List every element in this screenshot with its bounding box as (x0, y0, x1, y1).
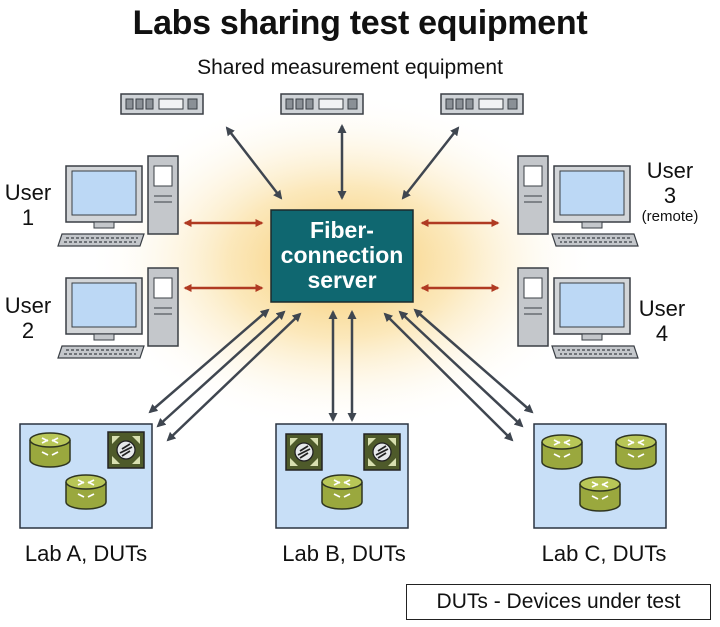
lab-arrows (148, 308, 534, 442)
equipment-label: Shared measurement equipment (197, 56, 503, 79)
server-label-line1: Fiber- (310, 217, 374, 243)
lab-a-label: Lab A, DUTs (24, 541, 148, 566)
server-label-line2: connection (281, 242, 404, 268)
fiber-connection-server: Fiber- connection server (270, 209, 414, 303)
computer-icon (57, 267, 179, 359)
user-2-label: User 2 (0, 293, 56, 343)
user-2-number: 2 (21, 318, 35, 343)
user-1-word: User (4, 180, 52, 205)
router-icon (321, 474, 363, 510)
lab-c-box (533, 423, 667, 529)
diagram-title: Labs sharing test equipment (132, 4, 588, 42)
computer-icon (517, 267, 639, 359)
user-3-label: User 3 (remote) (626, 158, 714, 226)
switch-icon (107, 431, 145, 469)
router-icon (541, 434, 583, 470)
router-icon (65, 474, 107, 510)
user-1-number: 1 (21, 205, 35, 230)
user-4-word: User (638, 296, 686, 321)
lab-c-label: Lab C, DUTs (541, 541, 667, 566)
user-2-word: User (4, 293, 52, 318)
user-4-number: 4 (655, 321, 669, 346)
switch-icon (363, 433, 401, 471)
switch-icon (285, 433, 323, 471)
lab-b-label: Lab B, DUTs (282, 541, 406, 566)
instrument-icon (280, 93, 364, 115)
user-1-label: User 1 (0, 180, 56, 230)
server-label-line3: server (307, 267, 376, 293)
user-4-label: User 4 (632, 296, 692, 346)
instrument-icon (120, 93, 204, 115)
instrument-arrows (225, 124, 460, 200)
router-icon (29, 432, 71, 468)
router-icon (579, 476, 621, 512)
instrument-icon (440, 93, 524, 115)
user-3-note: (remote) (641, 208, 699, 225)
legend-box: DUTs - Devices under test (406, 584, 711, 620)
user-3-word: User (646, 158, 694, 183)
user-3-number: 3 (663, 183, 677, 208)
lab-b-box (275, 423, 409, 529)
lab-a-box (19, 423, 153, 529)
router-icon (615, 434, 657, 470)
user-arrows (183, 219, 500, 292)
